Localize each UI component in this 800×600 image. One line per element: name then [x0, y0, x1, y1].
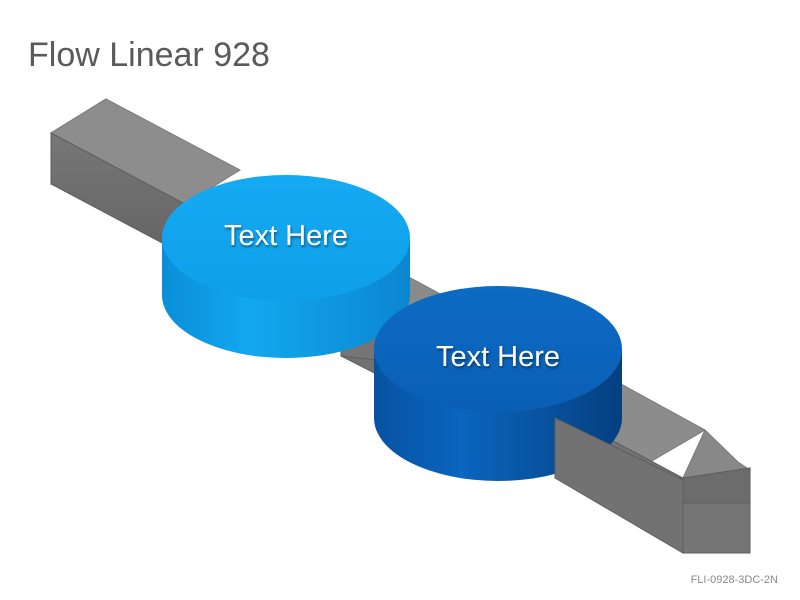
slide-title: Flow Linear 928: [28, 36, 270, 74]
step-2-disc: Text Here: [374, 286, 622, 481]
step-1-disc-top: [162, 175, 410, 301]
arrow-front-side-overlap: [554, 417, 684, 554]
step-1-disc: Text Here: [162, 175, 410, 358]
step-1-label: Text Here: [224, 220, 348, 252]
slide-code: FLI-0928-3DC-2N: [690, 574, 778, 586]
step-2-disc-top: [374, 286, 622, 412]
step-2-label: Text Here: [436, 341, 560, 373]
